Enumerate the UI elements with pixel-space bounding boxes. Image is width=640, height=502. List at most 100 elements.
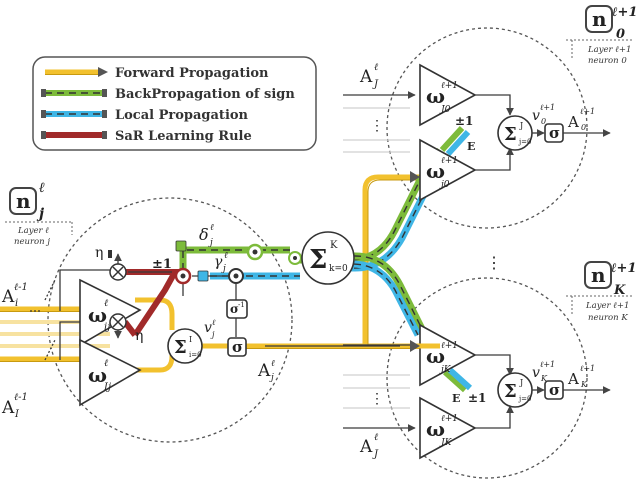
neuron-K-caption-1: Layer ℓ+1: [585, 301, 629, 311]
neuron-K-badge: n ℓ+1 K Layer ℓ+1 neuron K: [566, 261, 637, 323]
svg-text:ℓ: ℓ: [210, 223, 214, 233]
sum-i-circle: [167, 328, 203, 364]
svg-text:JK: JK: [439, 438, 453, 448]
svg-text:ℓ+1: ℓ+1: [540, 360, 555, 369]
legend-forward-label: Forward Propagation: [115, 66, 269, 81]
svg-text:A: A: [1, 398, 15, 418]
local-icon: [197, 270, 209, 282]
svg-text:A: A: [359, 437, 373, 457]
svg-text:A: A: [359, 67, 373, 87]
svg-text:j=0: j=0: [518, 395, 532, 403]
svg-text:ℓ+1: ℓ+1: [540, 103, 555, 112]
svg-text:σ: σ: [549, 381, 560, 399]
weight-ij-triangle: [79, 278, 142, 347]
svg-text:ℓ: ℓ: [374, 432, 378, 443]
svg-text:ω: ω: [426, 84, 445, 108]
svg-text:v: v: [532, 108, 540, 124]
svg-text:ℓ+1: ℓ+1: [441, 341, 458, 351]
svg-text:j: j: [269, 373, 274, 383]
svg-text:Σ: Σ: [309, 245, 327, 275]
neuron-K-caption-2: neuron K: [588, 313, 628, 323]
svg-text:ℓ: ℓ: [224, 251, 228, 261]
svg-text:i: i: [15, 298, 18, 309]
svg-text:ℓ+1: ℓ+1: [441, 156, 458, 166]
svg-text:j: j: [221, 264, 226, 274]
neuron-0-components: ⋮ A ℓ J ω ℓ+1 J0 ω ℓ+1 j0 ±1 E Σ J j=0 v…: [343, 62, 611, 202]
neuron-0-caption-2: neuron 0: [588, 56, 627, 66]
weight-Ij-triangle: [79, 338, 142, 407]
svg-text:i=0: i=0: [189, 351, 202, 359]
svg-text:v: v: [204, 320, 212, 336]
svg-text:ℓ: ℓ: [104, 358, 108, 369]
svg-text:ℓ: ℓ: [271, 359, 275, 369]
svg-text:ω: ω: [88, 303, 107, 327]
svg-text:K: K: [330, 240, 338, 251]
svg-text:j: j: [208, 238, 213, 248]
svg-text:0: 0: [541, 117, 546, 126]
svg-text:σ: σ: [232, 338, 243, 356]
neuron-0-caption-1: Layer ℓ+1: [587, 45, 631, 55]
svg-text:n: n: [592, 7, 607, 31]
svg-text:ℓ+1: ℓ+1: [580, 364, 595, 373]
neuron-K-boundary: [386, 277, 588, 479]
svg-text:j: j: [36, 206, 44, 222]
svg-text:j=0: j=0: [518, 138, 532, 146]
svg-text:ℓ+1: ℓ+1: [612, 5, 638, 20]
pm-label: ±1: [152, 257, 172, 272]
svg-text:E: E: [452, 392, 460, 405]
svg-text:ij: ij: [104, 322, 110, 333]
svg-text:0: 0: [581, 123, 586, 132]
legend-backprop-label: BackPropagation of sign: [115, 87, 295, 102]
svg-text:0: 0: [616, 27, 625, 42]
svg-text:⋮: ⋮: [370, 118, 384, 134]
svg-text:k=0: k=0: [329, 264, 348, 274]
svg-text:J0: J0: [439, 105, 451, 115]
svg-text:J: J: [372, 79, 379, 90]
eta-bottom: η: [135, 328, 143, 344]
neuron-j-boundary: [47, 197, 293, 443]
svg-text:n: n: [591, 263, 606, 287]
legend-sar-label: SaR Learning Rule: [115, 129, 252, 144]
neuron-j-caption-2: neuron j: [14, 237, 50, 247]
svg-text:I: I: [189, 335, 192, 344]
svg-text:σ: σ: [230, 302, 239, 316]
svg-text:ℓ+1: ℓ+1: [580, 107, 595, 116]
gamma-label: γ: [214, 254, 223, 270]
svg-text:Σ: Σ: [504, 381, 517, 402]
svg-text:I: I: [14, 409, 20, 420]
svg-text:Ij: Ij: [103, 382, 111, 393]
svg-text:⋮: ⋮: [370, 391, 384, 407]
eta-top: η: [95, 245, 103, 261]
svg-text:ℓ+1: ℓ+1: [611, 261, 637, 276]
svg-text:ℓ+1: ℓ+1: [441, 414, 458, 424]
between-neuron-dots: ⋮: [486, 253, 502, 272]
svg-text:J: J: [519, 121, 523, 130]
mid-sum: Σ K k=0: [301, 231, 355, 285]
svg-text:Σ: Σ: [504, 124, 517, 145]
svg-text:ℓ: ℓ: [212, 318, 216, 327]
svg-text:ℓ: ℓ: [374, 62, 378, 73]
svg-text:ℓ: ℓ: [104, 298, 108, 309]
svg-text:±1: ±1: [468, 391, 486, 405]
svg-text:K: K: [613, 283, 626, 298]
sigma-inverse-box: [226, 299, 248, 319]
svg-text:jK: jK: [439, 365, 452, 375]
svg-text:ω: ω: [426, 344, 445, 368]
svg-text:ℓ+1: ℓ+1: [441, 81, 458, 91]
svg-text:Σ: Σ: [174, 337, 187, 358]
delta-label: δ: [199, 225, 209, 244]
svg-text:A: A: [1, 287, 15, 307]
neuron-j-caption-1: Layer ℓ: [17, 226, 49, 236]
svg-text:E: E: [467, 140, 475, 153]
svg-text:ℓ: ℓ: [39, 180, 45, 196]
delta-icon: [175, 240, 187, 252]
svg-text:ℓ-1: ℓ-1: [14, 282, 28, 293]
svg-text:-1: -1: [238, 301, 245, 309]
neuron-0-badge: n ℓ+1 0 Layer ℓ+1 neuron 0: [566, 5, 638, 66]
output-label-j: A: [257, 361, 271, 381]
input-labels: A ℓ-1 i A ℓ-1 I: [1, 282, 28, 420]
neuron-K-components: ⋮ A ℓ J ω ℓ+1 jK ω ℓ+1 JK E ±1 Σ J j=0 v…: [343, 323, 611, 460]
svg-text:v: v: [532, 365, 540, 381]
svg-text:±1: ±1: [455, 114, 473, 128]
